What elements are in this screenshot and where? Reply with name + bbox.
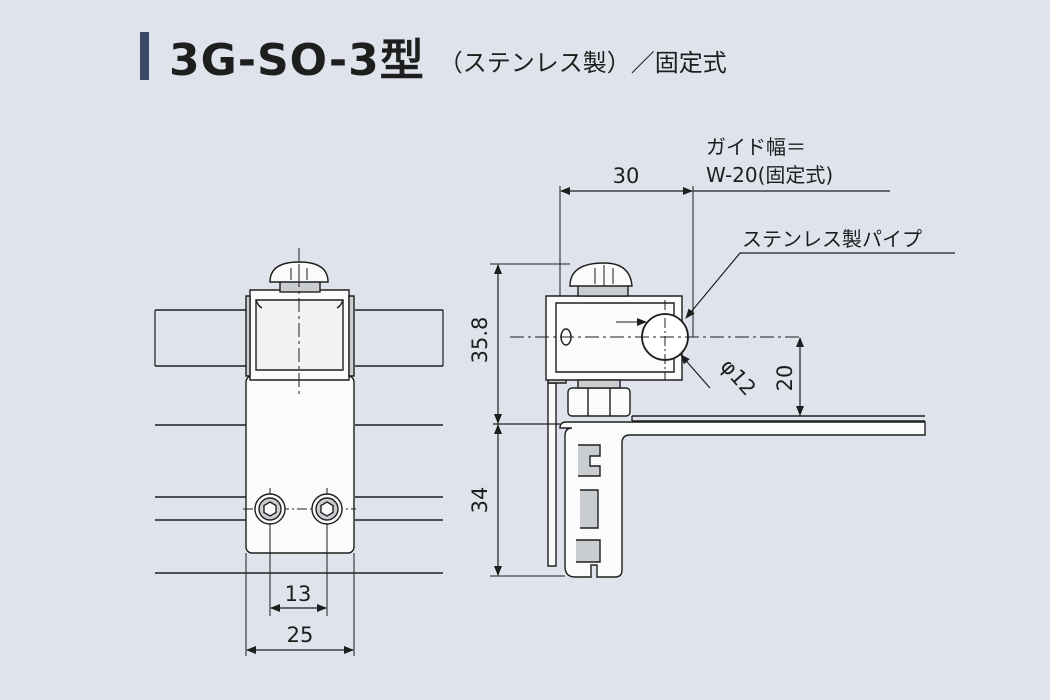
dim-30-label: 30: [613, 164, 640, 188]
side-l-bracket: [547, 382, 557, 567]
title-bar: 3G-SO-3型 （ステンレス製）／固定式: [140, 30, 727, 86]
side-bottom-nut: [567, 379, 631, 417]
pipe-callout: ステンレス製パイプ: [742, 227, 922, 251]
side-view: [490, 186, 955, 578]
model-title: 3G-SO-3型: [169, 35, 425, 86]
front-top-screw: [269, 261, 329, 293]
dim-35-8-label: 35.8: [468, 317, 492, 364]
front-rail-lines: [154, 309, 444, 574]
dim-34-label: 34: [468, 487, 492, 514]
dim-phi12-label: φ12: [716, 354, 761, 400]
front-bolt-right: [311, 493, 343, 525]
dim-20-label: 20: [773, 365, 797, 392]
front-bolt-left: [254, 493, 286, 525]
side-top-plate: [632, 415, 925, 422]
side-rail-profile: [559, 421, 926, 578]
guide-width-callout-line1: ガイド幅＝: [706, 135, 806, 159]
dim-25-label: 25: [287, 623, 314, 647]
guide-width-callout-line2: W-20(固定式): [706, 163, 833, 187]
dim-13-label: 13: [285, 582, 312, 606]
side-holder-block: [545, 295, 683, 381]
title-accent-bar: [140, 32, 149, 80]
side-top-screw: [569, 262, 633, 297]
front-view: [154, 248, 444, 656]
model-subtitle: （ステンレス製）／固定式: [438, 48, 727, 77]
front-bracket-plate: [245, 375, 355, 554]
